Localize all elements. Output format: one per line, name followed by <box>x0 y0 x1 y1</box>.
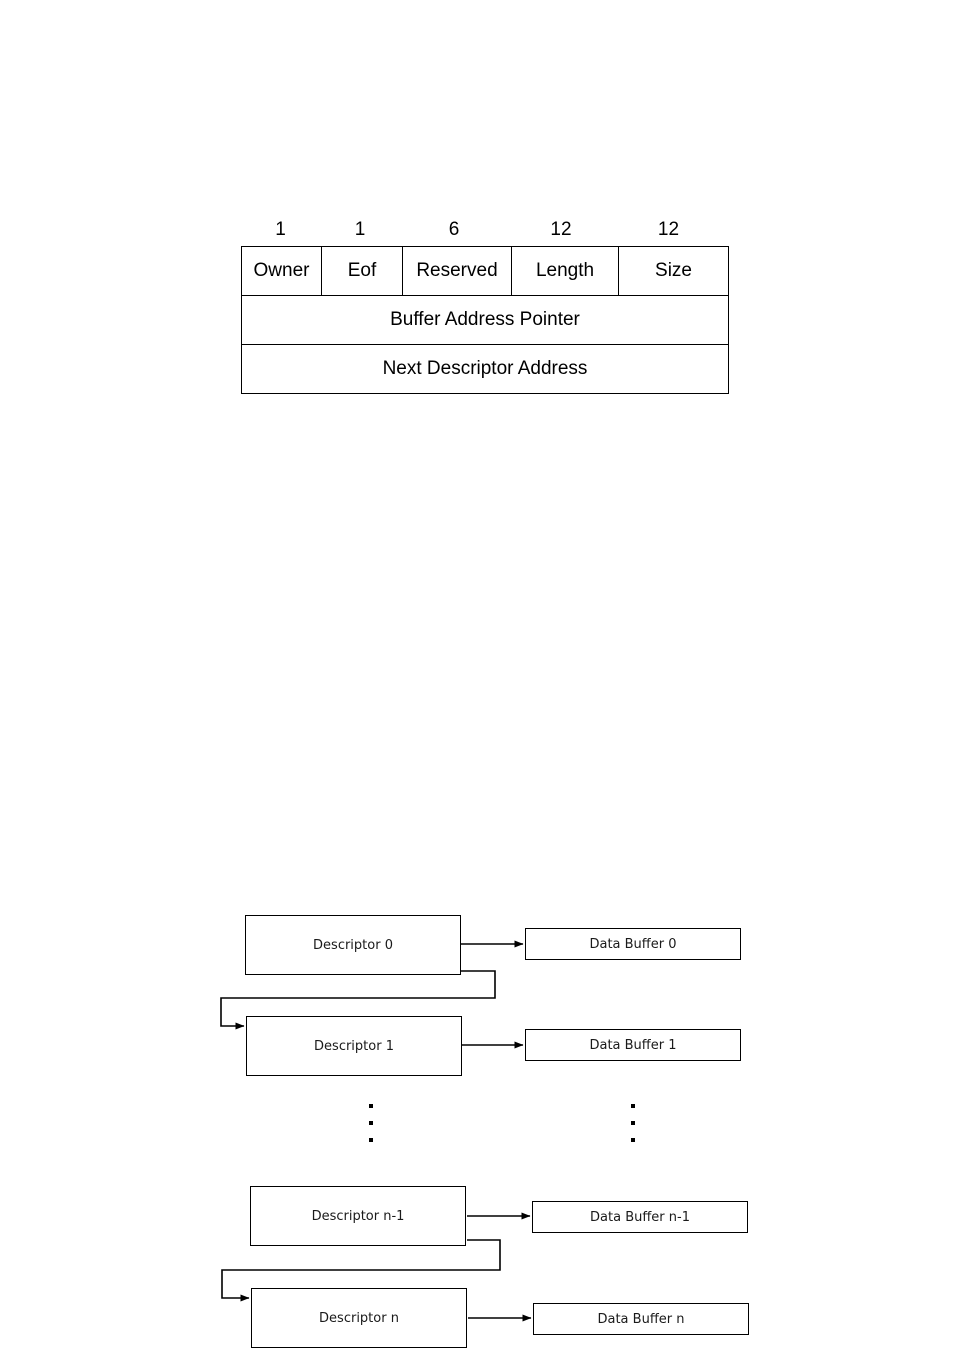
data-buffer-box-n-1[interactable]: Data Buffer n-1 <box>532 1201 748 1233</box>
vertical-ellipsis-buffers-icon <box>631 1104 635 1142</box>
bit-width-owner: 1 <box>275 218 286 240</box>
bit-width-size: 12 <box>657 218 680 240</box>
field-cell-eof: Eof <box>321 246 403 296</box>
field-cell-owner: Owner <box>241 246 322 296</box>
ellipsis-dot <box>369 1104 373 1108</box>
buffer-address-row: Buffer Address Pointer <box>241 295 729 345</box>
field-cell-length: Length <box>511 246 619 296</box>
field-cell-reserved: Reserved <box>402 246 512 296</box>
next-descriptor-row: Next Descriptor Address <box>241 344 729 394</box>
bit-width-eof: 1 <box>354 218 366 240</box>
bit-width-reserved: 6 <box>448 218 460 240</box>
ellipsis-dot <box>369 1121 373 1125</box>
ellipsis-dot <box>631 1121 635 1125</box>
bit-width-length: 12 <box>550 218 572 240</box>
data-buffer-box-n[interactable]: Data Buffer n <box>533 1303 749 1335</box>
field-cell-next-descriptor-address: Next Descriptor Address <box>241 344 729 394</box>
descriptor-field-table: Owner Eof Reserved Length Size Buffer Ad… <box>241 246 729 394</box>
field-cell-buffer-address-pointer: Buffer Address Pointer <box>241 295 729 345</box>
field-cell-size: Size <box>618 246 729 296</box>
descriptor-box-0[interactable]: Descriptor 0 <box>245 915 461 975</box>
ellipsis-dot <box>369 1138 373 1142</box>
ellipsis-dot <box>631 1104 635 1108</box>
descriptor-box-n[interactable]: Descriptor n <box>251 1288 467 1348</box>
vertical-ellipsis-descriptors-icon <box>369 1104 373 1142</box>
data-buffer-box-0[interactable]: Data Buffer 0 <box>525 928 741 960</box>
descriptor-box-n-1[interactable]: Descriptor n-1 <box>250 1186 466 1246</box>
ellipsis-dot <box>631 1138 635 1142</box>
data-buffer-box-1[interactable]: Data Buffer 1 <box>525 1029 741 1061</box>
descriptor-format-figure: 1 1 6 12 12 Owner Eof Reserved Length Si… <box>241 212 729 394</box>
bit-width-row: 1 1 6 12 12 <box>241 212 723 246</box>
descriptor-box-1[interactable]: Descriptor 1 <box>246 1016 462 1076</box>
descriptor-field-row: Owner Eof Reserved Length Size <box>241 246 729 296</box>
